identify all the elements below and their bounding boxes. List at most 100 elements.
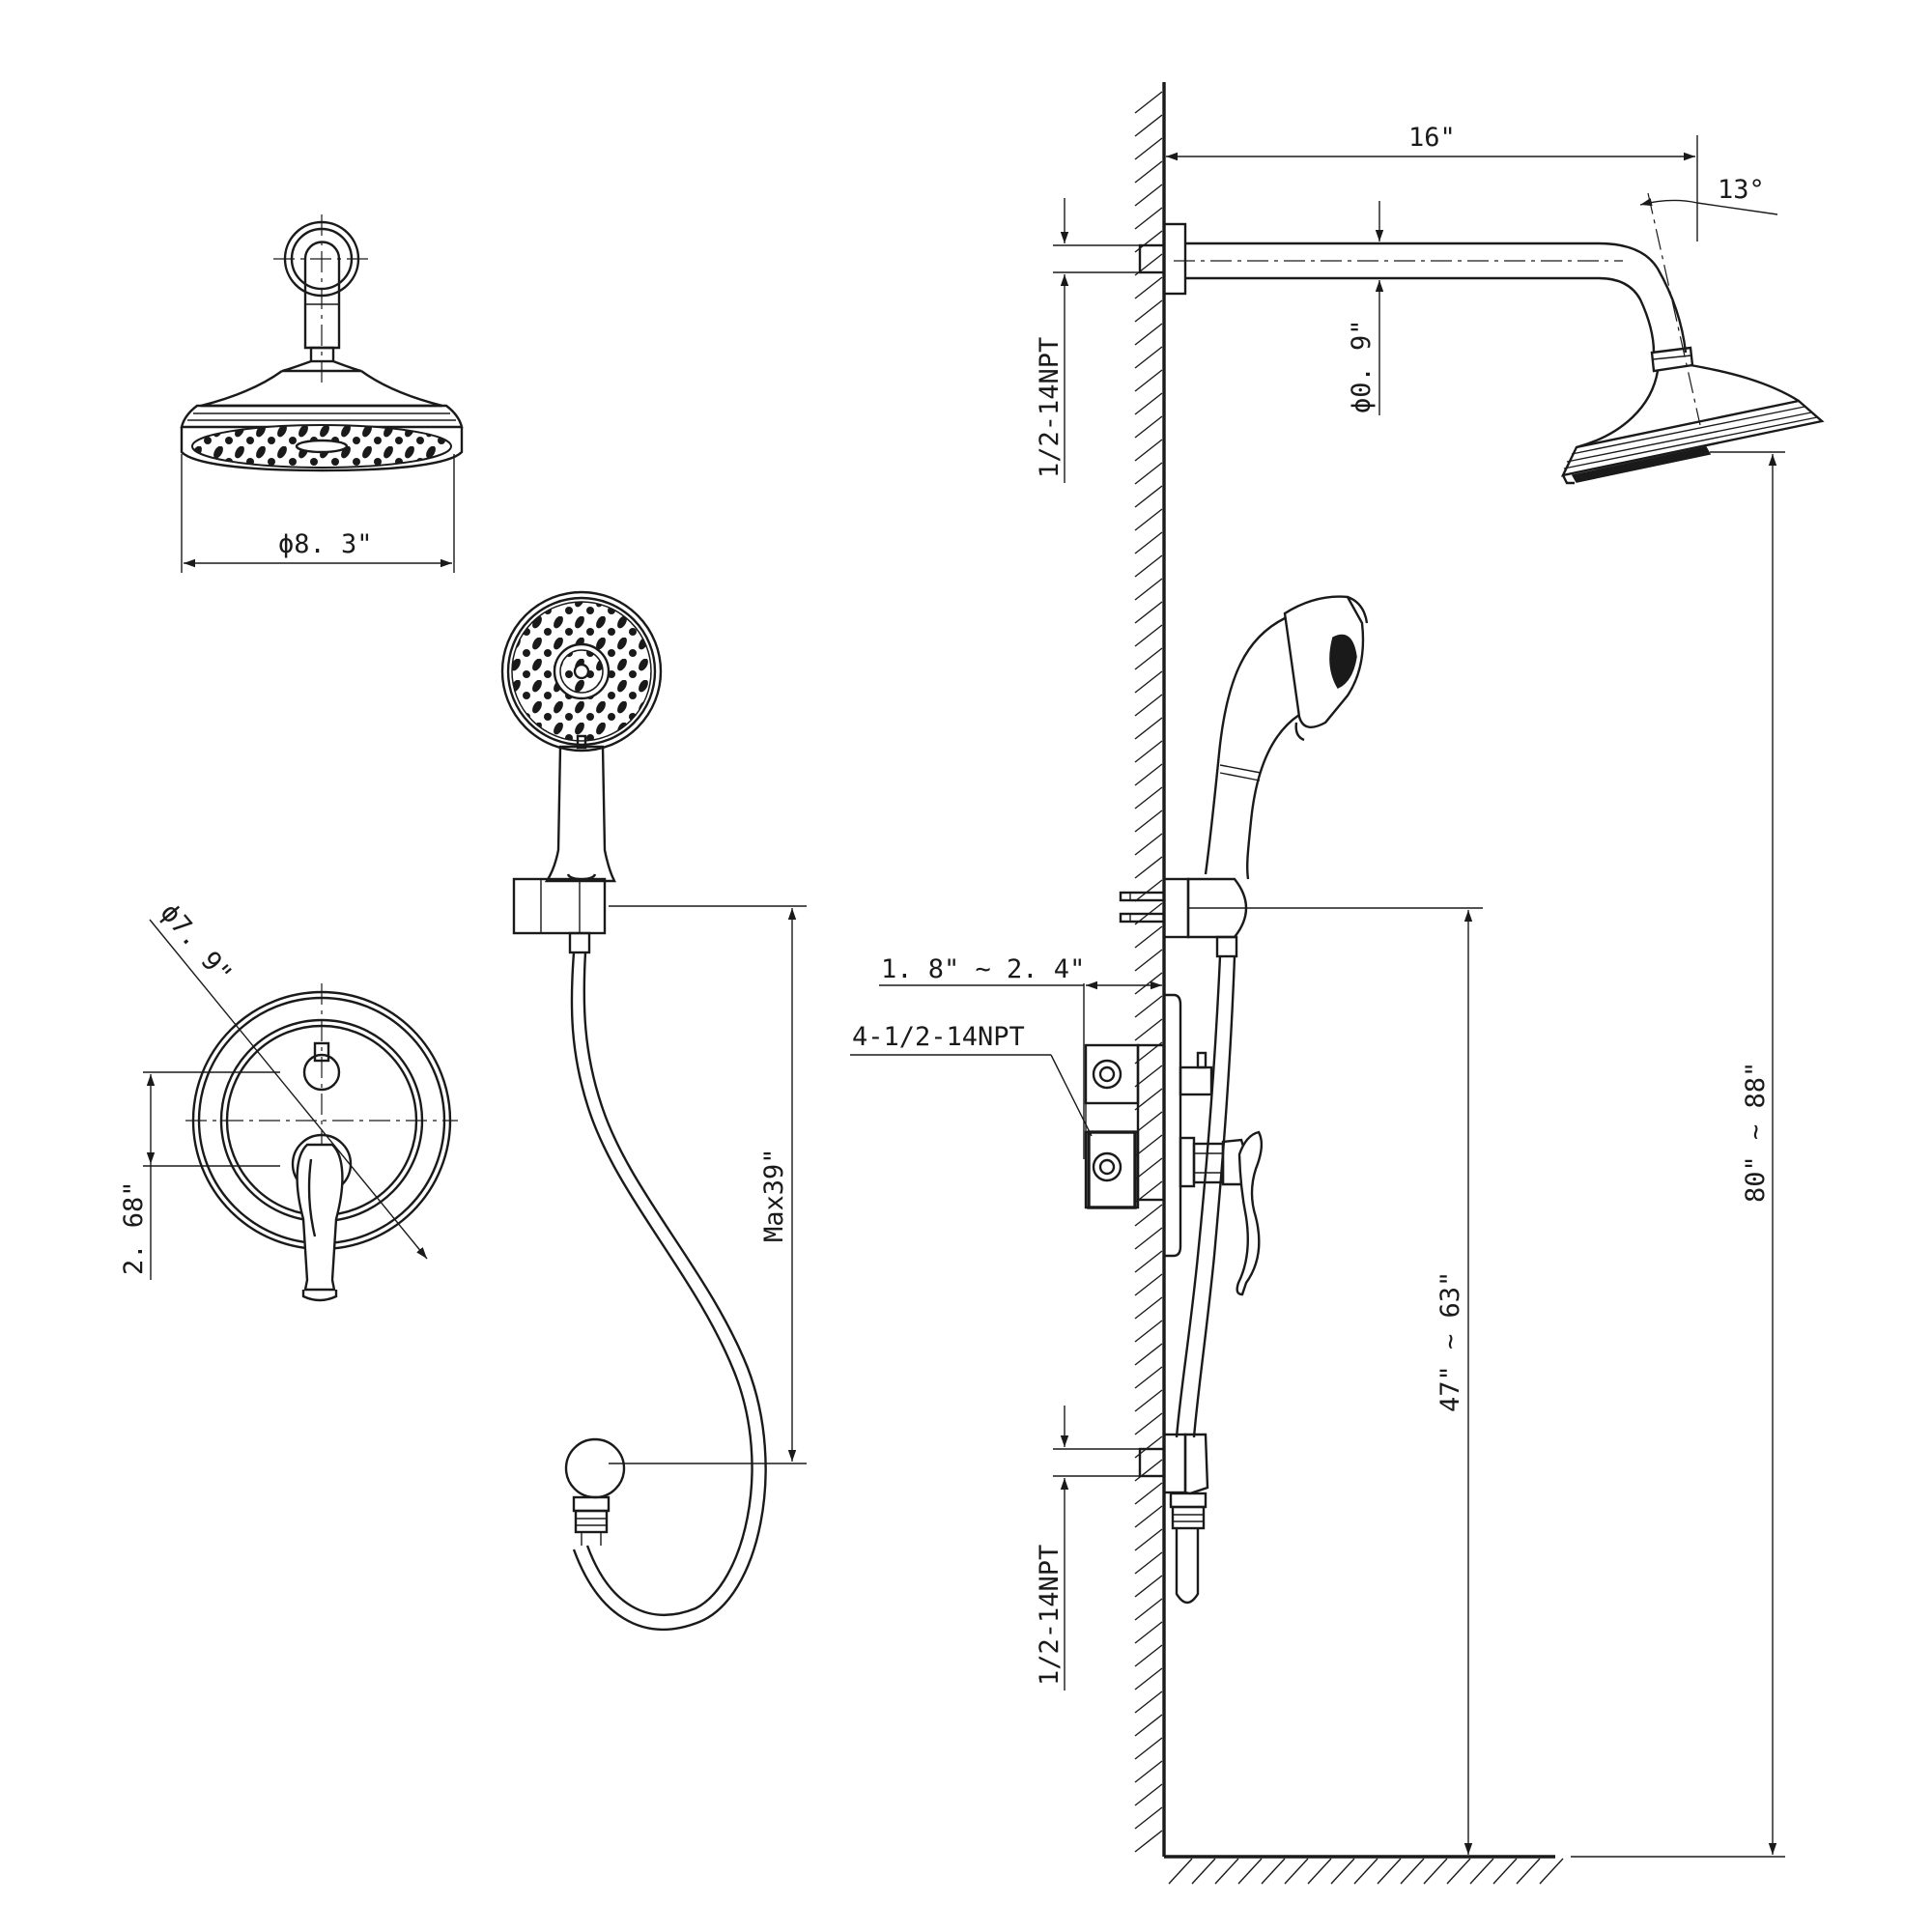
floor-hatch-line	[1214, 1858, 1239, 1885]
arm-angle-dimension: 13°	[1639, 175, 1778, 215]
elbow-inlet-npt-dimension: 1/2-14NPT	[1035, 1406, 1140, 1690]
head-height-label: 80" ~ 88"	[1741, 1062, 1771, 1203]
wall-hatch-line	[1134, 1760, 1163, 1783]
floor-hatch-line	[1261, 1858, 1286, 1885]
floor-hatch-line	[1539, 1858, 1564, 1885]
wall-hatch-line	[1134, 879, 1163, 902]
wall-hatch-line	[1134, 1690, 1163, 1714]
arm-diameter-dimension: ϕ0. 9"	[1347, 201, 1384, 415]
hand-shower-front-view	[500, 590, 767, 1632]
rain-head-diameter-label: ϕ8. 3"	[278, 529, 373, 559]
wall-hatch-line	[1134, 670, 1163, 694]
wall-hatch-line	[1134, 1088, 1163, 1111]
holder-height-dimension: 47" ~ 63"	[1246, 907, 1483, 1855]
floor-hatch-line	[1307, 1858, 1332, 1885]
arm-inlet-npt-label: 1/2-14NPT	[1035, 337, 1065, 478]
wall-hatch-line	[1134, 810, 1163, 833]
floor-hatch-line	[1516, 1858, 1541, 1885]
floor-hatch-line	[1284, 1858, 1309, 1885]
floor-hatch-line	[1191, 1858, 1216, 1885]
wall-hatch-line	[1134, 601, 1163, 624]
head-height-dimension: 80" ~ 88"	[1571, 451, 1785, 1858]
wall-hatch-line	[1134, 1065, 1163, 1088]
arm-length-label: 16"	[1408, 123, 1456, 153]
wall-hatch-line	[1134, 578, 1163, 601]
wall-hatch-line	[1134, 1830, 1163, 1853]
trim-diameter-dimension: ϕ7. 9"	[149, 898, 428, 1260]
arm-angle-label: 13°	[1718, 175, 1765, 205]
wall-hatch-line	[1134, 346, 1163, 369]
wall-hatch-line	[1134, 531, 1163, 554]
arm-diameter-label: ϕ0. 9"	[1347, 319, 1377, 413]
wall-hatch-line	[1134, 1551, 1163, 1575]
wall-hatch-line	[1134, 624, 1163, 647]
hose-length-dimension: Max39"	[609, 905, 807, 1464]
wall-hatch-line	[1134, 833, 1163, 856]
handle-offset-dimension: 2. 68"	[119, 1074, 156, 1280]
wall-hatch-line	[1134, 1412, 1163, 1435]
floor-hatch-line	[1237, 1858, 1263, 1885]
wall-hatch-line	[1134, 717, 1163, 740]
wall-hatch-line	[1134, 160, 1163, 184]
holder-height-label: 47" ~ 63"	[1435, 1271, 1465, 1412]
wall-hatch-line	[1134, 1459, 1163, 1482]
wall-hatch-line	[1134, 694, 1163, 717]
floor-hatch-line	[1469, 1858, 1494, 1885]
valve-body-side-view	[1084, 993, 1264, 1296]
floor-hatch-line	[1492, 1858, 1518, 1885]
wall-hatch-line	[1134, 369, 1163, 392]
floor-hatch-line	[1423, 1858, 1448, 1885]
wall-hatch-line	[1134, 1714, 1163, 1737]
floor-hatch-line	[1400, 1858, 1425, 1885]
elbow-inlet-npt-label: 1/2-14NPT	[1035, 1545, 1065, 1686]
wall-hatch-line	[1134, 1806, 1163, 1830]
floor-hatch-line	[1377, 1858, 1402, 1885]
wall-hatch-line	[1134, 184, 1163, 207]
wall-hatch-line	[1134, 1227, 1163, 1250]
wall-hatch-line	[1134, 972, 1163, 995]
shower-arm-side-view	[1138, 192, 1825, 485]
wall-hatch-line	[1134, 1621, 1163, 1644]
wall-hatch-line	[1134, 137, 1163, 160]
rain-shower-head-front-view	[180, 214, 464, 472]
wall-hatch-line	[1134, 392, 1163, 415]
wall-hatch-line	[1134, 508, 1163, 531]
wall-hatch-line	[1134, 1737, 1163, 1760]
wall-hatch-line	[1134, 1018, 1163, 1041]
wall-hatch-line	[1134, 276, 1163, 299]
wall-hatch-line	[1134, 1296, 1163, 1320]
wall-hatch-line	[1134, 1667, 1163, 1690]
wall-hatch-line	[1134, 740, 1163, 763]
wall-hatch-line	[1134, 439, 1163, 462]
wall-hatch-line	[1134, 925, 1163, 949]
wall-hatch-line	[1134, 1250, 1163, 1273]
wall-section	[1134, 82, 1564, 1885]
valve-ports-callout: 4-1/2-14NPT	[850, 1022, 1093, 1137]
wall-hatch-line	[1134, 1273, 1163, 1296]
wall-hatch-line	[1134, 554, 1163, 578]
wall-hatch-line	[1134, 485, 1163, 508]
wall-depth-label: 1. 8" ~ 2. 4"	[881, 954, 1085, 984]
wall-hatch-line	[1134, 763, 1163, 786]
hose-length-label: Max39"	[759, 1148, 789, 1242]
wall-hatch-line	[1134, 1575, 1163, 1598]
valve-trim-front-view	[143, 983, 458, 1302]
floor-hatch-line	[1330, 1858, 1355, 1885]
rain-head-diameter-dimension: ϕ8. 3"	[181, 454, 455, 573]
wall-hatch-line	[1134, 856, 1163, 879]
wall-hatch-line	[1134, 1598, 1163, 1621]
wall-hatch-line	[1134, 1389, 1163, 1412]
floor-hatch-line	[1353, 1858, 1378, 1885]
wall-hatch-line	[1134, 415, 1163, 439]
wall-hatch-line	[1134, 786, 1163, 810]
wall-hatch-line	[1134, 1505, 1163, 1528]
handle-offset-label: 2. 68"	[119, 1180, 149, 1275]
wall-hatch-line	[1134, 299, 1163, 323]
wall-hatch-line	[1134, 91, 1163, 114]
wall-hatch-line	[1134, 1783, 1163, 1806]
wall-elbow-side-view	[1138, 1433, 1209, 1605]
wall-hatch-line	[1134, 1343, 1163, 1366]
wall-hatch-line	[1134, 323, 1163, 346]
floor-hatch-line	[1168, 1858, 1193, 1885]
wall-hatch-line	[1134, 1366, 1163, 1389]
